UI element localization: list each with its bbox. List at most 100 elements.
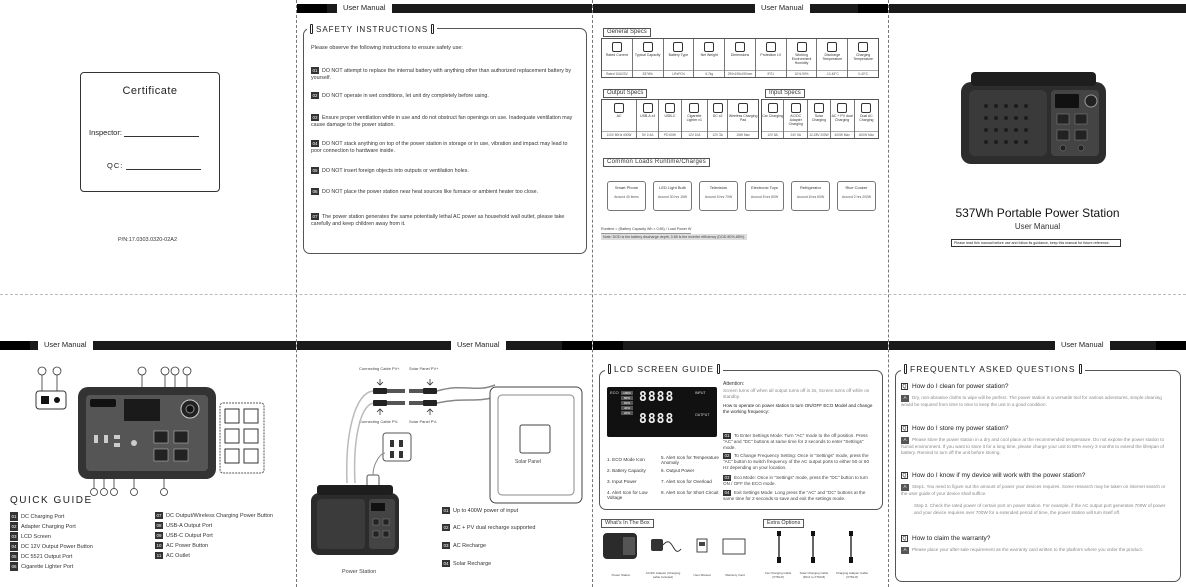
usb-a-icon [642,103,653,113]
cover-panel: 537Wh Portable Power Station User Manual… [889,0,1186,294]
box-item: Power Station [611,573,631,577]
current-icon [611,42,622,52]
general-specs-title: General Specs [603,28,651,37]
input-specs-title: Input Specs [765,89,805,98]
header-label: User Manual [38,339,93,351]
output-label: OUTPUT [695,413,710,417]
inspector-signature-field[interactable] [123,136,199,137]
qc-line: QC: [107,161,202,170]
spec-cell: Discharge Temperature-10-45°C [817,39,849,77]
cover-title: 537Wh Portable Power Station [955,206,1120,220]
adapter-icon [790,103,801,113]
dual-ac-icon [861,103,872,113]
humidity-icon [796,42,807,52]
lcd-legend-item: 1. ECO Mode Icon [607,457,645,462]
page-header [889,4,1186,13]
loads-title: Common Loads Runtime/Charges [603,158,711,167]
page-header: User Manual [889,339,1186,351]
page-header [593,341,888,350]
safety-panel: User Manual SAFETY INSTRUCTIONS Please o… [297,0,592,294]
protection-icon [765,42,776,52]
fold-line [296,0,297,587]
output-specs-title: Output Specs [603,89,648,98]
attention-text: Screen turns off when all output turns o… [723,388,870,399]
lcd-panel: LCD SCREEN GUIDE ECO 100% 80% 60% 40% 20… [593,337,888,587]
quick-guide-title: QUICK GUIDE [10,495,93,506]
lcd-legend-item: 2. Battery Capacity [607,468,646,473]
runtime-formula: Runtime = (Battery Capacity Wh × 0.85) /… [601,226,692,234]
certificate-card: Certificate Inspector: QC: [80,72,220,192]
box-item: Warranty Card [725,573,745,577]
thermometer-icon [827,42,838,52]
safety-intro: Please observe the following instruction… [311,45,463,51]
charging-panel: User Manual Connecting Cable PV+ Solar P… [297,337,592,587]
qc-signature-field[interactable] [126,169,202,170]
sheet-divider [0,294,1186,295]
lcd-legend-item: 7. Alert Icon for Overload [661,479,712,484]
header-label: User Manual [451,339,506,351]
solar-panel-icon [813,103,824,113]
safety-box [303,28,587,254]
car-icon [767,103,778,113]
cover-note: Please read this manual before use and f… [951,239,1121,247]
page-header: User Manual [297,339,592,351]
battery-icon [673,42,684,52]
fold-line [888,0,889,587]
lcd-guide-box [599,370,883,510]
lcd-legend-item: 3. Input Power [607,479,637,484]
extra-item: Charging Adapter Cable (XT60-8) [835,571,869,579]
power-station-illustration [961,72,1106,164]
weight-icon [704,42,715,52]
lcd-legend-item: 8. Alert Icon for Short Circuit [661,490,719,495]
box-title: What's In The Box [601,519,654,528]
eco-icon: ECO [610,390,619,395]
faq-title: FREQUENTLY ASKED QUESTIONS [901,364,1085,374]
quick-guide-panel: User Manual [0,337,296,587]
qc-label: QC: [107,161,124,170]
page-header: User Manual [0,339,296,351]
extra-item: Car Charging Cable (XT60-8) [764,571,792,579]
header-label: User Manual [337,2,392,14]
part-number: P/N:17.0303.0320-02A2 [118,237,178,243]
connecting-cable-neg-label: Connecting Cable PV- [359,419,399,424]
